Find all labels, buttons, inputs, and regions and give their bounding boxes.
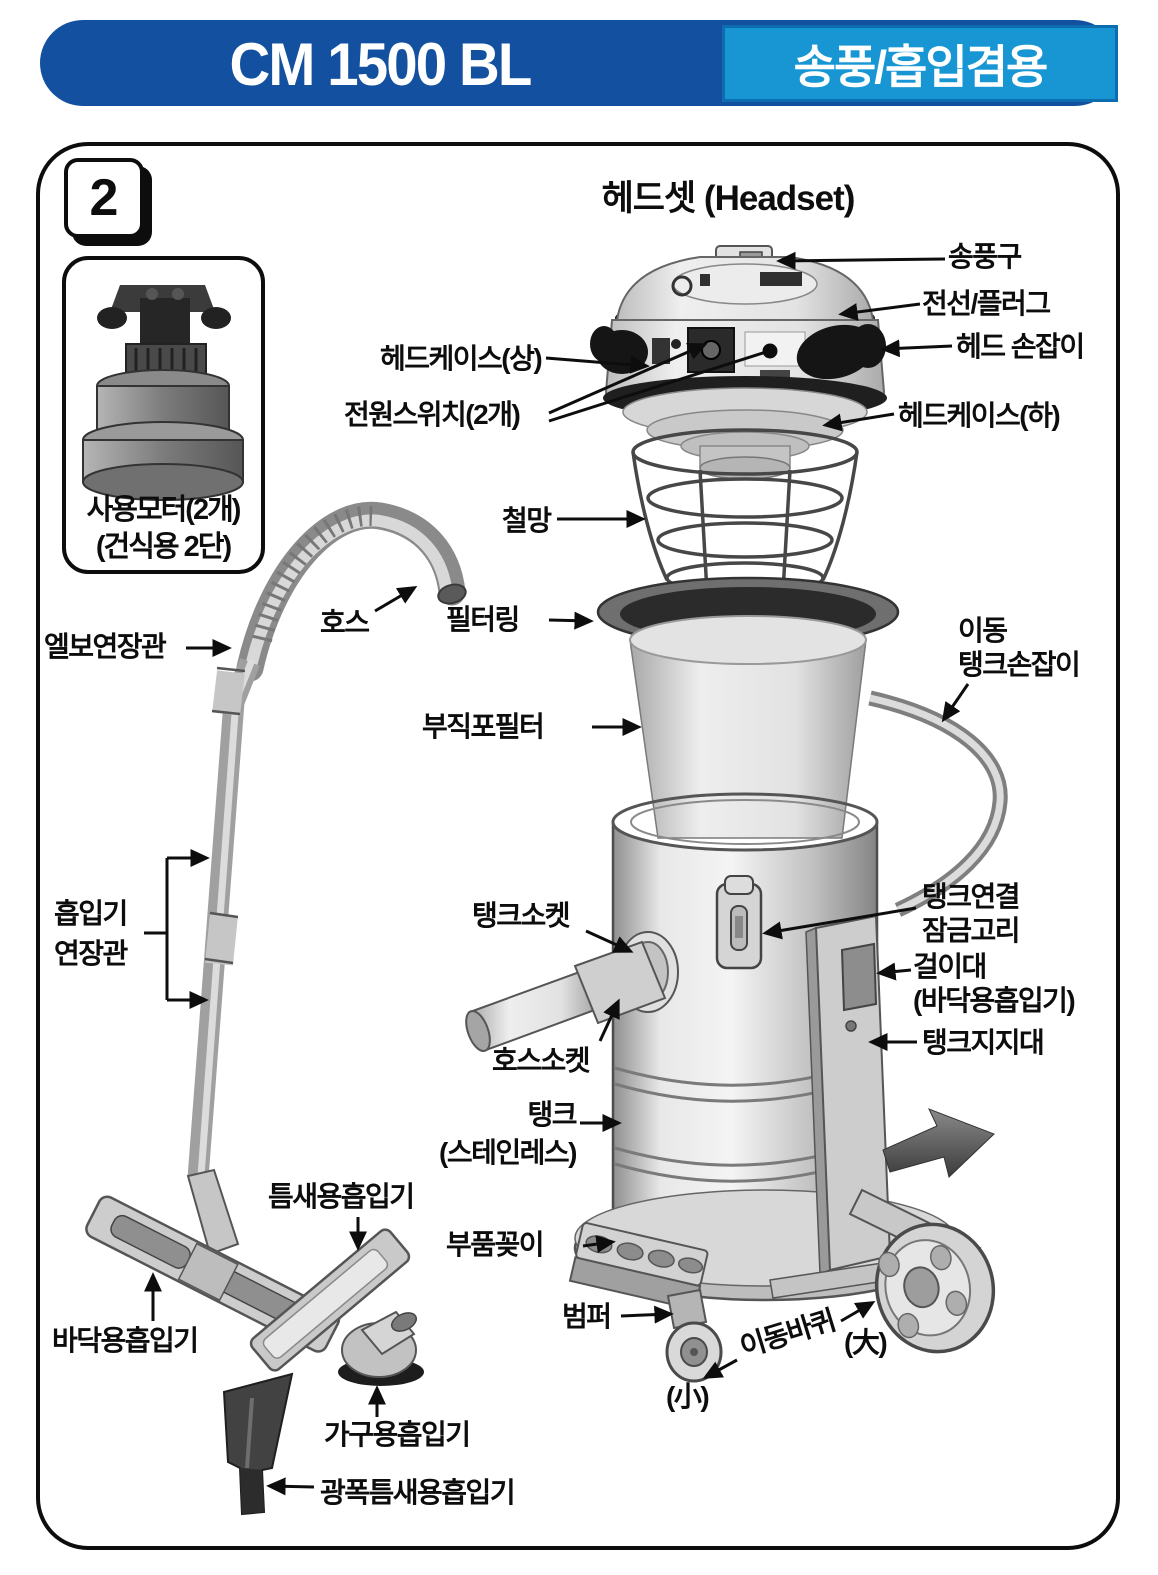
motor-caption-line2: (건식용 2단) (95, 531, 232, 563)
model-title: CM 1500 BL (229, 30, 533, 98)
label-blower-port: 송풍구 (948, 241, 1022, 272)
label-head-handle: 헤드 손잡이 (956, 331, 1085, 362)
label-floor-tool: 바닥용흡입기 (52, 1325, 199, 1356)
leader-lines (144, 251, 970, 1496)
figure-title: 헤드셋 (Headset) (601, 179, 856, 218)
label-power-switch: 전원스위치(2개) (344, 399, 521, 430)
label-hanger: 걸이대 (바닥용흡입기) (913, 951, 1076, 1016)
label-wheel-large: (大) (844, 1327, 888, 1358)
label-furniture-tool: 가구용흡입기 (324, 1419, 471, 1450)
label-tank-lock: 탱크연결 잠금고리 (922, 881, 1021, 946)
label-hose: 호스 (320, 607, 370, 638)
head-art (590, 245, 887, 480)
motor-caption: 사용모터(2개) (건식용 2단) (58, 492, 268, 566)
wide-crevice-tool-art (222, 1372, 294, 1516)
motor-art (82, 285, 244, 501)
label-parts-holder: 부품꽂이 (446, 1229, 545, 1260)
label-nonwoven-filter: 부직포필터 (422, 711, 545, 742)
move-direction-arrow (882, 1108, 995, 1178)
label-filter-ring: 필터링 (446, 604, 520, 635)
label-bumper: 범퍼 (562, 1301, 612, 1332)
label-wire-mesh: 철망 (502, 505, 552, 536)
filter-art (596, 576, 900, 839)
label-crevice-tool: 틈새용흡입기 (268, 1181, 415, 1212)
label-head-case-upper: 헤드케이스(상) (380, 343, 543, 374)
mode-badge: 송풍/흡입겸용 (722, 25, 1118, 102)
tank-handle-art (868, 690, 1008, 917)
label-elbow-pipe: 엘보연장관 (44, 631, 167, 662)
label-tank-socket: 탱크소켓 (472, 900, 571, 931)
label-wheel-small: (小) (666, 1381, 710, 1412)
crevice-tool-art (249, 1228, 411, 1372)
label-hose-socket: 호스소켓 (492, 1045, 591, 1076)
label-head-case-lower: 헤드케이스(하) (898, 400, 1061, 431)
support-column-art (805, 914, 892, 1276)
figure-number: 2 (64, 158, 144, 238)
motor-caption-line1: 사용모터(2개) (86, 494, 242, 526)
wheels-art (665, 1188, 996, 1383)
label-tank-handle: 이동 탱크손잡이 (958, 615, 1081, 680)
label-suction-pipe: 흡입기 연장관 (54, 898, 128, 969)
label-cord-plug: 전선/플러그 (922, 288, 1051, 319)
furniture-tool-art (338, 1310, 424, 1386)
label-wide-crevice-tool: 광폭틈새용흡입기 (320, 1477, 516, 1508)
label-tank: 탱크 (스테인레스) (439, 1099, 577, 1168)
label-tank-support: 탱크지지대 (922, 1027, 1045, 1058)
